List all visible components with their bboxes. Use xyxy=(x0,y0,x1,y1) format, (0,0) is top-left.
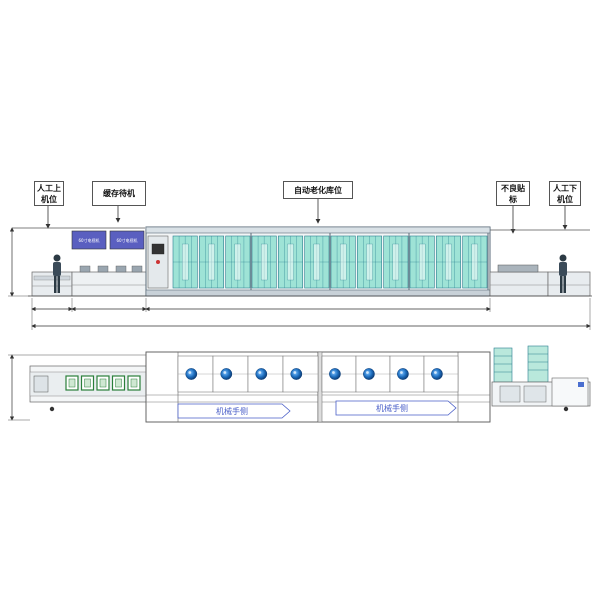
robot-label-left: 机械手侧 xyxy=(216,406,248,416)
aging-rack-elevation xyxy=(145,226,491,297)
rack-bay xyxy=(383,233,410,290)
buffer-slot xyxy=(65,375,79,391)
blue-node-icon xyxy=(363,368,375,380)
rack-bay xyxy=(278,235,303,289)
plan-bay xyxy=(423,355,459,393)
rack-bay xyxy=(436,235,461,289)
blue-node-icon xyxy=(185,368,198,380)
robot-arrow-left: 机械手侧 xyxy=(177,403,291,419)
tv-panel-left-label: 60寸电视机 xyxy=(78,237,99,243)
label-defect: 不良贴标 xyxy=(496,181,530,206)
label-manual-load: 人工上机位 xyxy=(34,181,64,206)
plan-view: 机械手侧 机械手侧 xyxy=(8,345,591,423)
rack-bay xyxy=(304,233,331,290)
operator-right-icon xyxy=(559,254,567,293)
plan-bay xyxy=(321,355,357,393)
rack-bay xyxy=(172,235,198,289)
plan-bay xyxy=(389,355,425,393)
right-stations-plan xyxy=(491,345,591,412)
buffer-slot xyxy=(80,375,95,391)
plan-bay xyxy=(355,355,391,393)
plan-bay xyxy=(247,355,284,393)
blue-node-icon xyxy=(329,368,341,380)
elevation-view: 60寸电视机 60寸电视机 xyxy=(8,199,592,330)
buffer-slot xyxy=(127,375,141,391)
rack-bay xyxy=(462,233,489,290)
plan-bay xyxy=(177,355,214,393)
rack-bay xyxy=(357,235,382,289)
rack-bay xyxy=(225,233,252,290)
label-buffer: 缓存待机 xyxy=(92,181,146,206)
blue-node-icon xyxy=(255,368,268,380)
rack-bay xyxy=(409,235,435,289)
plan-bay xyxy=(282,355,319,393)
plan-bay xyxy=(212,355,249,393)
label-manual-unload: 人工下机位 xyxy=(549,181,581,206)
blue-node-icon xyxy=(397,368,409,380)
buffer-slot xyxy=(111,375,126,391)
rack-bay xyxy=(199,235,224,289)
rack-bay xyxy=(330,235,356,289)
robot-label-right: 机械手侧 xyxy=(376,403,408,413)
tv-panel-left xyxy=(71,230,107,250)
operator-left-icon xyxy=(53,254,61,293)
label-aging: 自动老化库位 xyxy=(283,181,353,199)
blue-node-icon xyxy=(431,368,443,380)
blue-node-icon xyxy=(220,368,233,380)
rack-bay xyxy=(251,235,277,289)
buffer-slot xyxy=(96,375,110,391)
blue-node-icon xyxy=(290,368,303,380)
robot-arrow-right: 机械手侧 xyxy=(335,400,457,416)
tv-panel-right xyxy=(109,230,145,250)
tv-panel-right-label: 60寸电视机 xyxy=(116,237,137,243)
